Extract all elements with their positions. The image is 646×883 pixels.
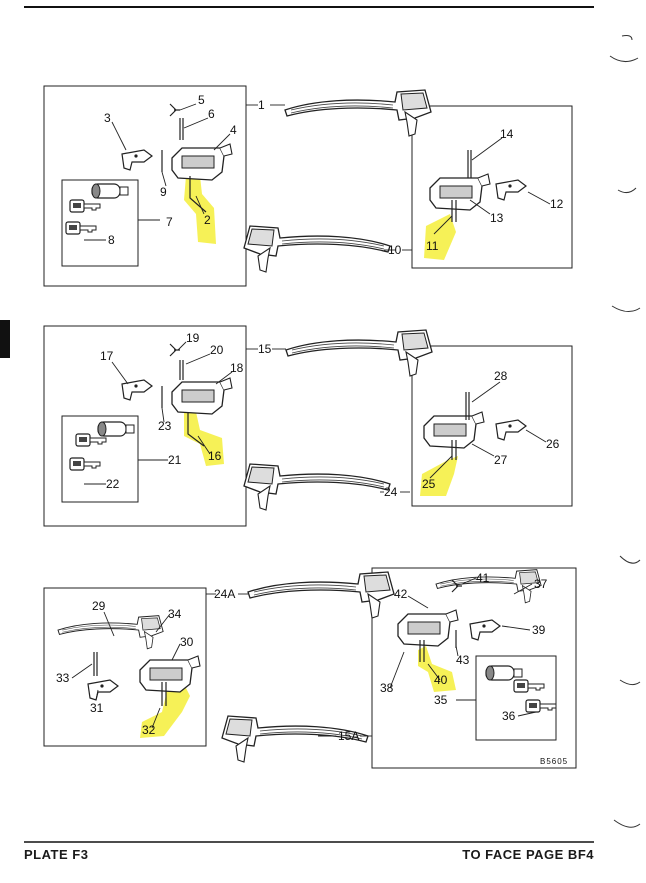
callout-37: 37 — [534, 577, 548, 591]
section-3: 29 30 31 32 33 34 24A 15A 35 36 37 38 39… — [43, 567, 577, 769]
striker-part-39 — [469, 619, 501, 641]
callout-20: 20 — [210, 343, 224, 357]
highlight-25 — [420, 456, 458, 496]
key-part-36-b — [525, 699, 557, 713]
callout-42: 42 — [394, 587, 408, 601]
highlight-32 — [140, 680, 190, 738]
callout-34: 34 — [168, 607, 182, 621]
callout-27: 27 — [494, 453, 508, 467]
callout-15A: 15A — [338, 729, 359, 743]
callout-5: 5 — [198, 93, 205, 107]
highlight-2 — [184, 176, 216, 244]
striker-part-3 — [121, 149, 153, 171]
key-part-8-a — [69, 199, 101, 213]
box-main-1 — [43, 85, 247, 287]
barrel-part-35 — [485, 665, 523, 681]
binding-tab — [0, 320, 10, 358]
callout-15: 15 — [258, 342, 272, 356]
callout-30: 30 — [180, 635, 194, 649]
handle-part-29 — [57, 615, 164, 650]
barrel-part-7 — [91, 183, 129, 199]
callout-29: 29 — [92, 599, 106, 613]
callout-24A: 24A — [214, 587, 235, 601]
striker-part-31 — [87, 679, 119, 701]
callout-4: 4 — [230, 123, 237, 137]
callout-35: 35 — [434, 693, 448, 707]
margin-marks — [609, 35, 641, 828]
callout-1: 1 — [258, 98, 265, 112]
box-main-3 — [43, 587, 207, 747]
callout-26: 26 — [546, 437, 560, 451]
plate-number: PLATE F3 — [24, 847, 89, 862]
striker-part-26 — [495, 419, 527, 441]
callout-2: 2 — [204, 213, 211, 227]
callout-31: 31 — [90, 701, 104, 715]
callout-10: 10 — [388, 243, 402, 257]
latch-part-18 — [171, 377, 233, 415]
callout-13: 13 — [490, 211, 504, 225]
callout-41: 41 — [476, 571, 490, 585]
callout-33: 33 — [56, 671, 70, 685]
box-right-2 — [411, 345, 573, 507]
callout-17: 17 — [100, 349, 114, 363]
callout-8: 8 — [108, 233, 115, 247]
handle-part-24A — [247, 571, 395, 619]
section-2: 15 16 17 18 19 20 21 22 23 24 25 26 27 2… — [43, 325, 573, 527]
callout-32: 32 — [142, 723, 156, 737]
callout-39: 39 — [532, 623, 546, 637]
latch-part-38 — [397, 609, 459, 647]
callout-11: 11 — [426, 239, 439, 253]
callout-36: 36 — [502, 709, 516, 723]
box-right-3 — [371, 567, 577, 769]
callout-14: 14 — [500, 127, 514, 141]
callout-28: 28 — [494, 369, 508, 383]
callout-24: 24 — [384, 485, 398, 499]
callout-40: 40 — [434, 673, 448, 687]
key-part-36-a — [513, 679, 545, 693]
callout-12: 12 — [550, 197, 564, 211]
box-main-2 — [43, 325, 247, 527]
callout-21: 21 — [168, 453, 182, 467]
striker-part-12 — [495, 179, 527, 201]
callout-19: 19 — [186, 331, 200, 345]
callout-23: 23 — [158, 419, 172, 433]
section-1: 1 2 3 4 5 6 7 8 9 10 11 12 13 14 — [43, 85, 573, 287]
drawing-reference: B5605 — [540, 757, 568, 766]
handle-part-1 — [284, 89, 432, 137]
callout-25: 25 — [422, 477, 436, 491]
handle-part-15 — [285, 329, 433, 377]
callout-38: 38 — [380, 681, 394, 695]
box-right-1 — [411, 105, 573, 269]
latch-part-13 — [429, 173, 491, 211]
callout-7: 7 — [166, 215, 173, 229]
box-lock-2 — [61, 415, 139, 503]
callout-9: 9 — [160, 185, 167, 199]
highlight-11 — [424, 214, 456, 260]
callout-43: 43 — [456, 653, 470, 667]
box-lock-1 — [61, 179, 139, 267]
striker-part-17 — [121, 379, 153, 401]
handle-part-24 — [243, 463, 391, 511]
callout-3: 3 — [104, 111, 111, 125]
key-part-22-b — [69, 457, 101, 471]
callout-22: 22 — [106, 477, 120, 491]
callout-16: 16 — [208, 449, 222, 463]
highlight-16 — [184, 412, 224, 466]
latch-part-30 — [139, 655, 201, 693]
latch-part-27 — [423, 411, 485, 449]
handle-part-10 — [243, 225, 391, 273]
facing-page-label: TO FACE PAGE BF4 — [462, 847, 594, 862]
barrel-part-21 — [97, 421, 135, 437]
box-lock-3 — [475, 655, 557, 741]
callout-18: 18 — [230, 361, 244, 375]
key-part-8-b — [65, 221, 97, 235]
highlight-40 — [418, 646, 456, 692]
latch-part-4 — [171, 143, 233, 181]
callout-6: 6 — [208, 107, 215, 121]
